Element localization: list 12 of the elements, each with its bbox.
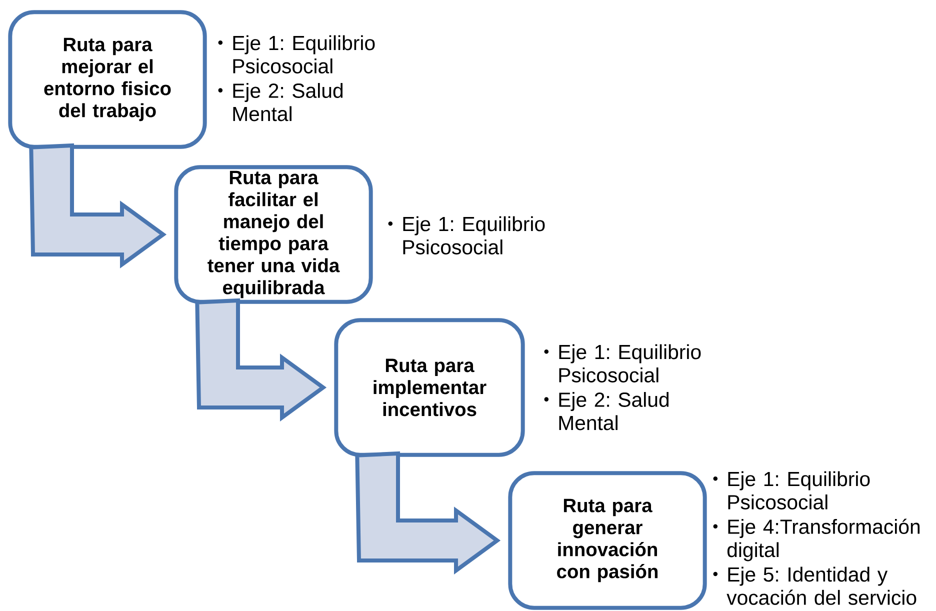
process-box: Ruta para implementar incentivos (334, 318, 525, 457)
bullet-item: Eje 1: Equilibrio Psicosocial (728, 471, 870, 510)
process-box: Ruta para facilitar el manejo del tiempo para tener una vida equilibrada (174, 165, 373, 304)
process-box: Ruta para mejorar el entorno fisico del trabajo (8, 10, 207, 149)
bullet-item: Eje 4:Transformación digital (727, 518, 920, 562)
bullet-item: Eje 2: Salud Mental (233, 83, 343, 122)
process-box: Ruta para generar innovación con pasión (508, 471, 707, 610)
bullet-item: Eje 1: Equilibrio Psicosocial (403, 216, 545, 254)
bullet-item: Eje 2: Salud Mental (559, 392, 669, 430)
bullet-item: Eje 5: Identidad y vocación del servicio (726, 566, 916, 605)
bullet-item: Eje 1: Equilibrio Psicosocial (559, 344, 701, 382)
bullet-item: Eje 1: Equilibrio Psicosocial (233, 35, 375, 74)
